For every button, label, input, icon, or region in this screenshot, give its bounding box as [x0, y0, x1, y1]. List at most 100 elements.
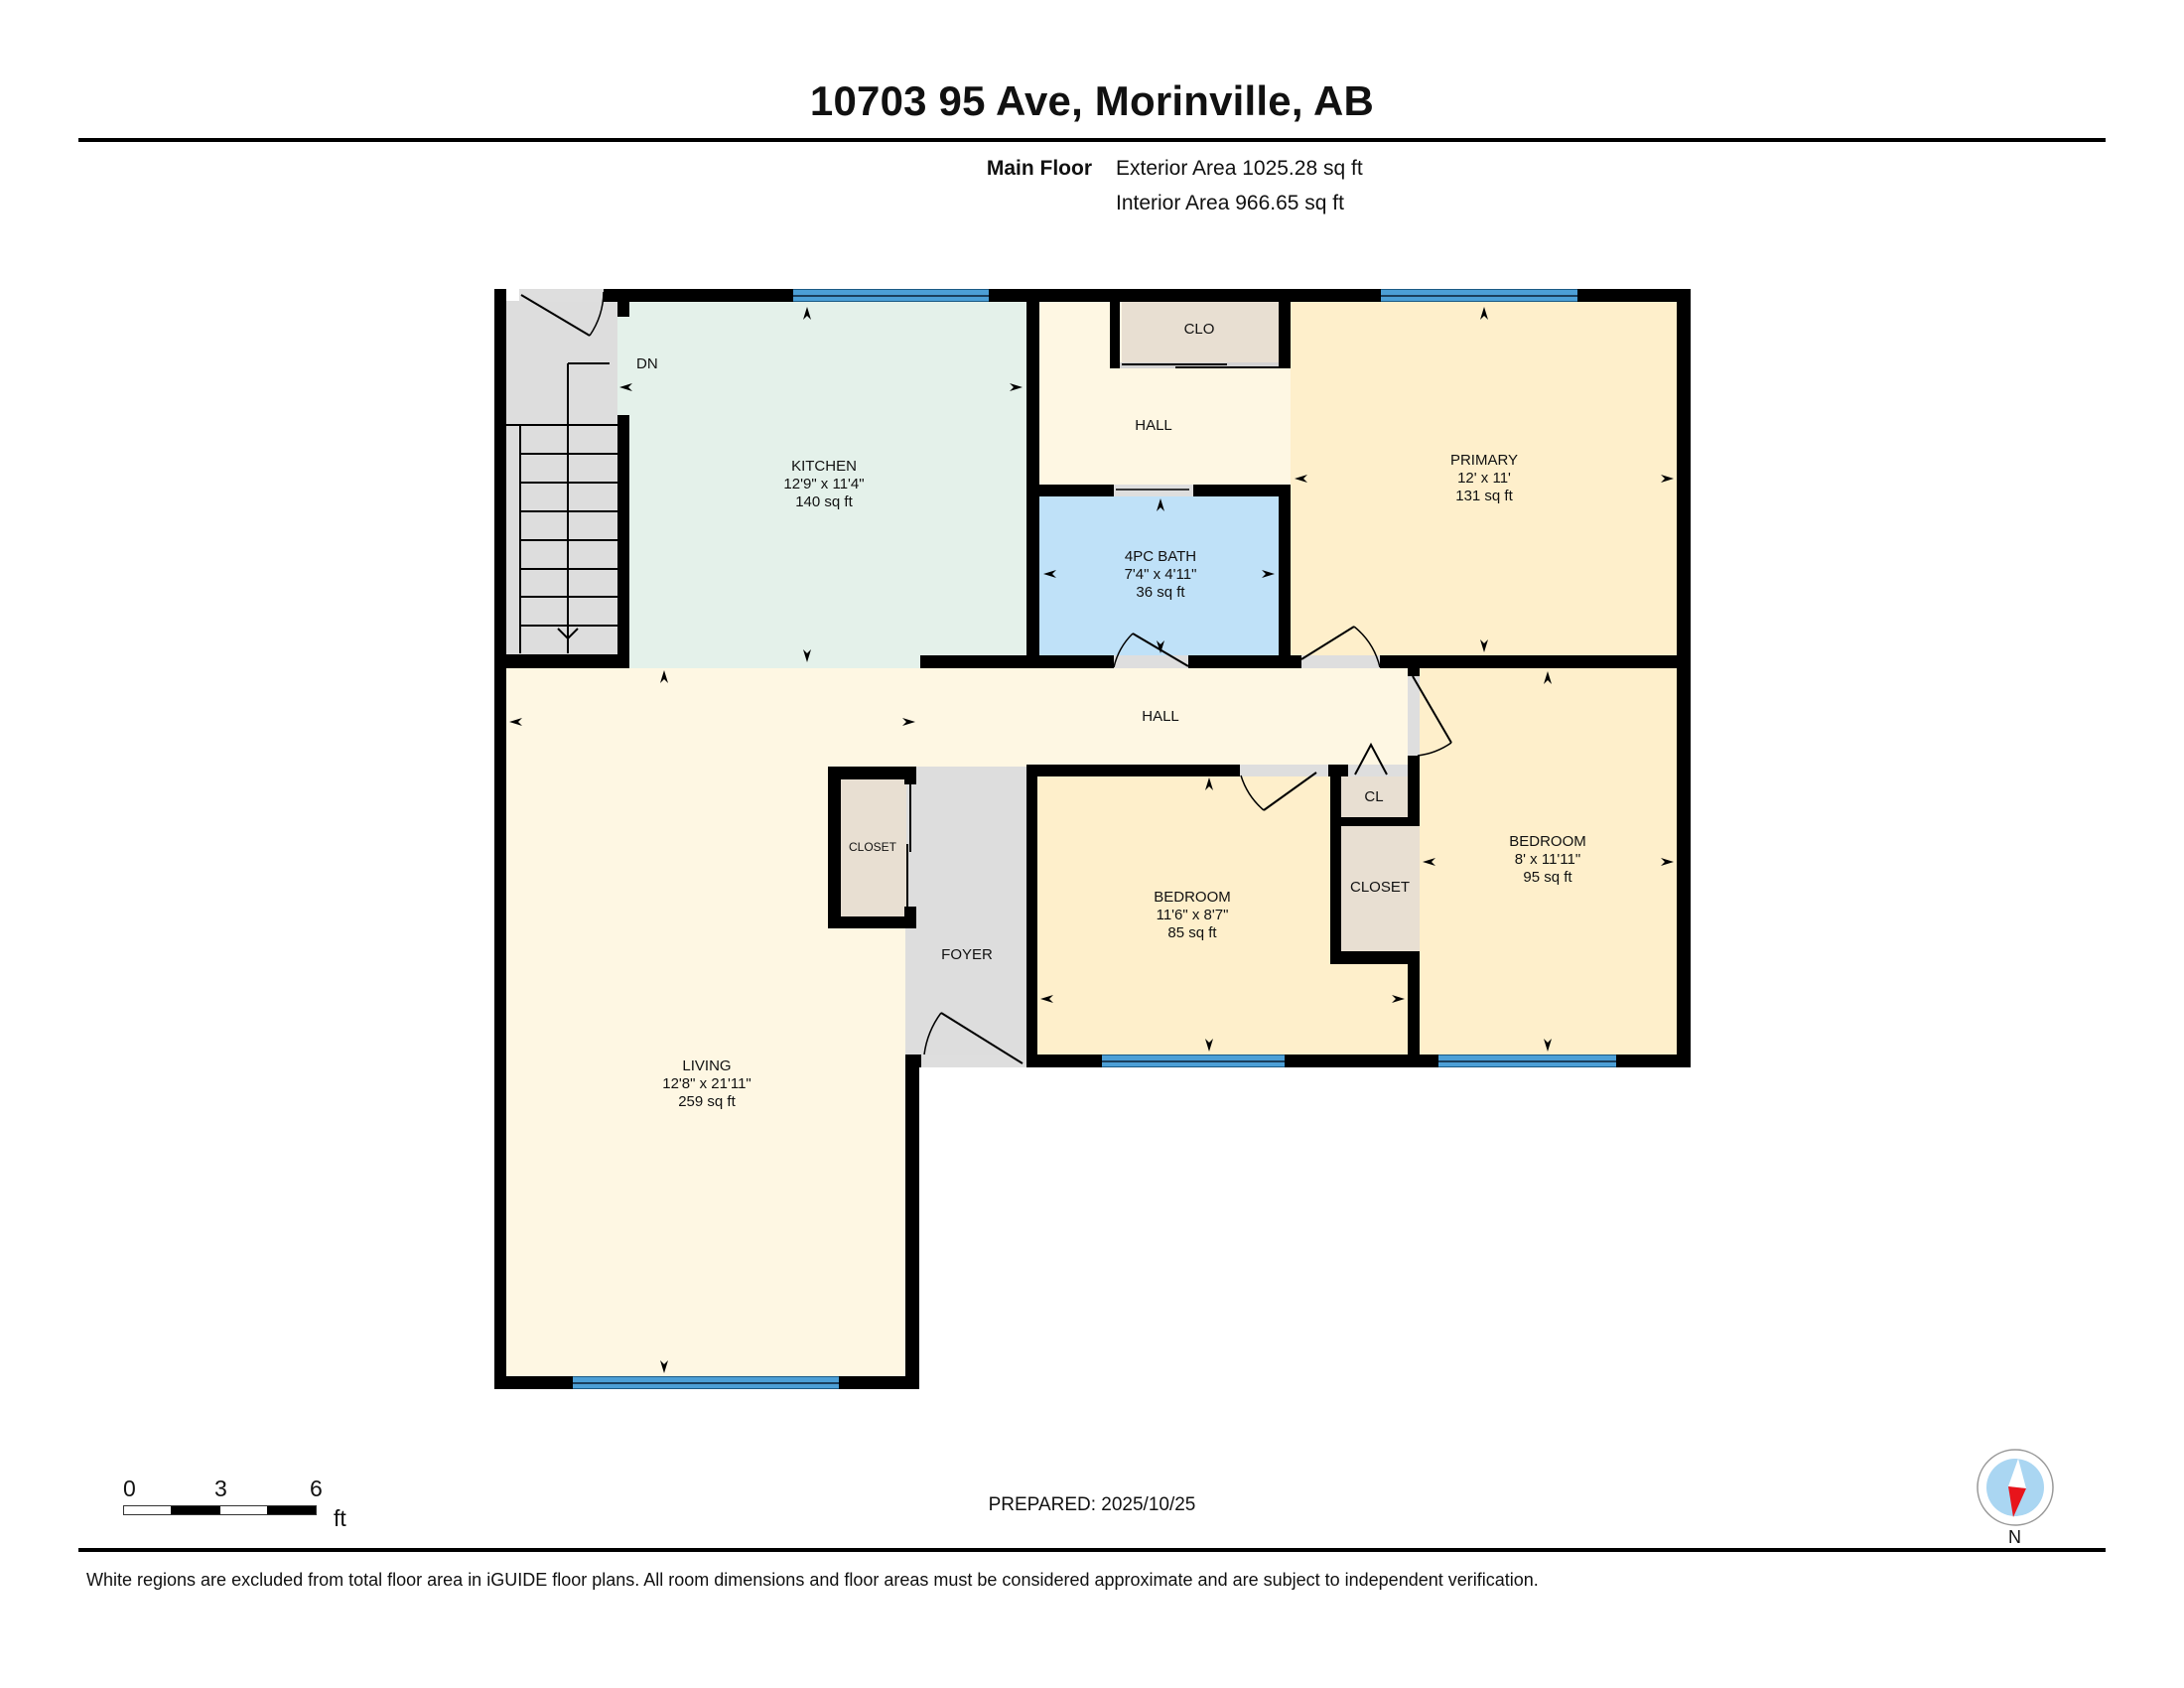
- bed1-door-opening: [1240, 765, 1328, 776]
- scale-tick-6: 6: [310, 1476, 323, 1501]
- stair-door-opening: [519, 289, 604, 302]
- stairs-icon: [506, 362, 617, 653]
- primary-area: 131 sq ft: [1455, 488, 1513, 504]
- wall-closet-living-left: [828, 767, 841, 928]
- bed2-door-opening: [1408, 676, 1420, 756]
- prepared-date: PREPARED: 2025/10/25: [988, 1494, 1196, 1515]
- wall-bed1-left: [1026, 765, 1037, 1067]
- bath-area: 36 sq ft: [1136, 584, 1185, 601]
- primary-door-opening: [1301, 655, 1380, 668]
- floor-name: Main Floor: [986, 157, 1092, 180]
- closet-living-room: [841, 779, 906, 916]
- wall-bed2-left: [1408, 756, 1420, 826]
- bath-dims: 7'4" x 4'11": [1124, 566, 1197, 583]
- clo-label: CLO: [1183, 321, 1215, 338]
- wall-stairs-stub: [617, 301, 629, 317]
- living-window: [573, 1376, 839, 1389]
- wall-stairs-bottom: [494, 654, 629, 668]
- foyer-label: FOYER: [941, 946, 993, 963]
- bedroom-1-area: 85 sq ft: [1167, 924, 1217, 941]
- wall-mid-kitchen: [920, 655, 1026, 668]
- bath-hall-opening: [1114, 485, 1193, 496]
- wall-bed2-left-lower: [1408, 951, 1420, 1067]
- disclaimer: White regions are excluded from total fl…: [86, 1570, 1539, 1590]
- scale-tick-0: 0: [123, 1476, 136, 1501]
- cl-door-icon: [1354, 742, 1388, 775]
- cl-label: CL: [1364, 788, 1384, 805]
- wall-closet-living-bottom: [828, 916, 916, 928]
- footer-divider: [78, 1548, 2106, 1552]
- living-name: LIVING: [682, 1057, 732, 1074]
- wall-foyer-stub: [905, 1055, 921, 1067]
- kitchen-label: KITCHEN 12'9" x 11'4" 140 sq ft: [783, 458, 864, 511]
- primary-label: PRIMARY 12' x 11' 131 sq ft: [1450, 452, 1518, 505]
- bedroom-1-name: BEDROOM: [1154, 889, 1231, 906]
- living-dims: 12'8" x 21'11": [662, 1075, 751, 1092]
- dimension-arrows: [509, 307, 1674, 1373]
- upper-hall-label: HALL: [1135, 417, 1172, 434]
- wall-bed2-left-top: [1408, 668, 1420, 676]
- closet-bedroom-room: [1341, 826, 1420, 951]
- wall-closet-living-top: [828, 767, 916, 779]
- kitchen-dims: 12'9" x 11'4": [783, 476, 865, 492]
- bath-label: 4PC BATH 7'4" x 4'11" 36 sq ft: [1125, 548, 1197, 602]
- wall-living-right: [905, 1055, 919, 1389]
- wall-bath-top-left: [1026, 485, 1114, 496]
- wall-clo-left: [1110, 301, 1120, 368]
- bath-door-opening: [1114, 655, 1188, 668]
- bedroom-2-room: [1420, 668, 1677, 1055]
- kitchen-room: [617, 301, 1026, 668]
- header-divider: [78, 138, 2106, 142]
- bedroom-1-window: [1102, 1055, 1285, 1067]
- bedroom-2-area: 95 sq ft: [1523, 869, 1572, 886]
- cl-door-opening: [1348, 765, 1408, 776]
- closet-cl-room: [1341, 775, 1408, 817]
- scale-tick-3: 3: [214, 1476, 227, 1501]
- bath-name: 4PC BATH: [1124, 548, 1197, 565]
- page-title: 10703 95 Ave, Morinville, AB: [809, 77, 1375, 124]
- bedroom-1-door-icon: [1240, 772, 1317, 811]
- wall-mid-primary: [1380, 655, 1691, 668]
- living-area: 259 sq ft: [678, 1093, 736, 1110]
- bedroom-2-door-icon: [1412, 675, 1452, 757]
- wall-stairs-right: [617, 415, 629, 668]
- wall-mid-bath-left: [1026, 655, 1114, 668]
- stair-door-icon: [520, 291, 605, 337]
- primary-name: PRIMARY: [1449, 452, 1519, 469]
- wall-clo-right: [1279, 301, 1291, 368]
- wall-left: [494, 289, 506, 1389]
- front-door-opening: [921, 1055, 1026, 1067]
- closet-living-label: CLOSET: [848, 840, 897, 854]
- wall-cl-bottom: [1330, 817, 1420, 826]
- exterior-area: Exterior Area 1025.28 sq ft: [1116, 157, 1363, 180]
- compass-north-label: N: [2008, 1527, 2021, 1547]
- bedroom-2-name: BEDROOM: [1509, 833, 1586, 850]
- compass: N: [1976, 1448, 2059, 1547]
- scale-unit: ft: [334, 1505, 346, 1531]
- scale-bar: 0 3 6 ft: [123, 1476, 361, 1535]
- scale-bar-graphic: [123, 1505, 317, 1515]
- front-door-icon: [923, 1012, 1024, 1064]
- bedroom-1-dims: 11'6" x 8'7": [1156, 907, 1229, 923]
- wall-closets-left: [1330, 765, 1341, 964]
- closet-bedroom-label: CLOSET: [1349, 879, 1411, 896]
- lower-hall-label: HALL: [1142, 708, 1179, 725]
- primary-room: [1291, 301, 1677, 655]
- living-label: LIVING 12'8" x 21'11" 259 sq ft: [662, 1057, 751, 1111]
- wall-mid-bath-right: [1188, 655, 1301, 668]
- bedroom-2-dims: 8' x 11'11": [1514, 851, 1581, 868]
- interior-area: Interior Area 966.65 sq ft: [1116, 192, 1344, 214]
- closet-clo-room: [1122, 301, 1281, 362]
- bedroom-2-window: [1438, 1055, 1616, 1067]
- wall-bath-right: [1279, 485, 1291, 668]
- bath-door-icon: [1113, 633, 1189, 668]
- kitchen-name: KITCHEN: [791, 458, 857, 475]
- foyer-room: [905, 767, 1026, 1055]
- lower-hall-room: [905, 668, 1408, 767]
- wall-right: [1677, 289, 1691, 1067]
- primary-dims: 12' x 11': [1457, 470, 1511, 487]
- bedroom-1-label: BEDROOM 11'6" x 8'7" 85 sq ft: [1154, 889, 1231, 942]
- bedroom-2-label: BEDROOM 8' x 11'11" 95 sq ft: [1509, 833, 1586, 887]
